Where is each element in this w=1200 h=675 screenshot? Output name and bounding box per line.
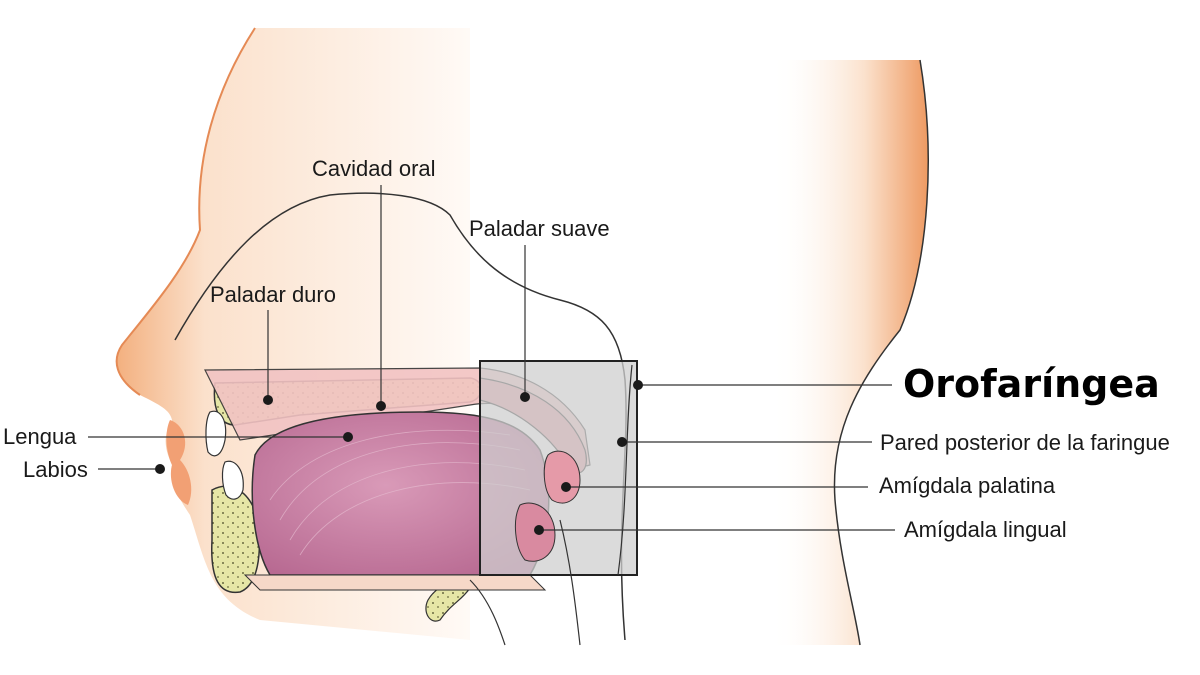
lips [166,420,192,505]
point-lengua [343,432,353,442]
point-labios [155,464,165,474]
label-pared-posterior: Pared posterior de la faringue [880,430,1170,455]
upper-teeth [205,410,227,457]
point-amigdala-lingual [534,525,544,535]
point-cavidad-oral [376,401,386,411]
diagram-title: Orofaríngea [903,362,1160,406]
label-amigdala-palatina: Amígdala palatina [879,473,1056,498]
palatine-tonsil [543,450,581,504]
label-paladar-suave: Paladar suave [469,216,610,241]
label-paladar-duro: Paladar duro [210,282,336,307]
point-paladar-suave [520,392,530,402]
point-pared-posterior [617,437,627,447]
point-amigdala-palatina [561,482,571,492]
label-amigdala-lingual: Amígdala lingual [904,517,1067,542]
label-cavidad-oral: Cavidad oral [312,156,436,181]
label-lengua: Lengua [3,424,77,449]
point-orofaringea [633,380,643,390]
lower-teeth [221,460,244,500]
point-paladar-duro [263,395,273,405]
label-labios: Labios [23,457,88,482]
neck-back [770,60,929,645]
